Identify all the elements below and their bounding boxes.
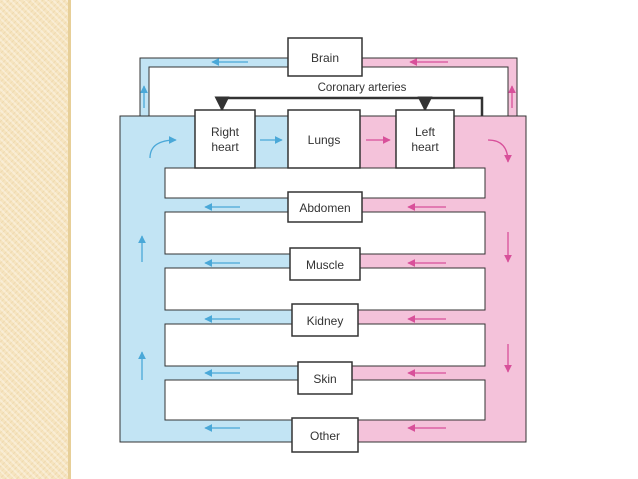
organ-boxes: Brain Coronary arteries Right heart Lung… [194, 37, 455, 453]
other-box: Other [291, 417, 359, 453]
abdomen-label: Abdomen [299, 201, 350, 215]
right-heart-box-frame [194, 109, 256, 169]
kidney-label: Kidney [307, 314, 344, 328]
brain-outer-outline [139, 57, 518, 116]
muscle-box: Muscle [289, 247, 361, 281]
kidney-box: Kidney [291, 303, 359, 337]
left-heart-box: Left heart [395, 109, 455, 169]
other-label: Other [310, 429, 340, 443]
muscle-box-frame [289, 247, 361, 281]
left-heart-label-line1: Left [415, 125, 436, 139]
muscle-label: Muscle [306, 258, 344, 272]
arrow-right-icon [149, 136, 177, 159]
brain-box: Brain [287, 37, 363, 77]
other-box-frame [291, 417, 359, 453]
right-heart-label-line2: heart [211, 140, 239, 154]
abdomen-box-frame [287, 191, 363, 223]
skin-box: Skin [297, 361, 353, 395]
brain-inner-outline [148, 66, 509, 116]
abdomen-box: Abdomen [287, 191, 363, 223]
coronary-arteries [214, 96, 484, 116]
lungs-box-frame [287, 109, 361, 169]
capillary-loops [164, 167, 486, 421]
flow-arrows [138, 58, 516, 432]
right-heart-box: Right heart [194, 109, 256, 169]
coronary-line [214, 96, 484, 116]
right-heart-label-line1: Right [211, 125, 240, 139]
decorative-side-rule [68, 0, 71, 479]
arrow-down-icon [487, 139, 512, 163]
decorative-side-strip [0, 0, 68, 479]
coronary-label-bg [304, 80, 420, 94]
lungs-box: Lungs [287, 109, 361, 169]
kidney-box-frame [291, 303, 359, 337]
skin-box-frame [297, 361, 353, 395]
coronary-arteries-label: Coronary arteries [318, 82, 407, 94]
brain-label: Brain [311, 51, 339, 65]
left-heart-label-line2: heart [411, 140, 439, 154]
brain-box-frame [287, 37, 363, 77]
left-heart-box-frame [395, 109, 455, 169]
lungs-label: Lungs [308, 133, 341, 147]
skin-label: Skin [313, 372, 336, 386]
